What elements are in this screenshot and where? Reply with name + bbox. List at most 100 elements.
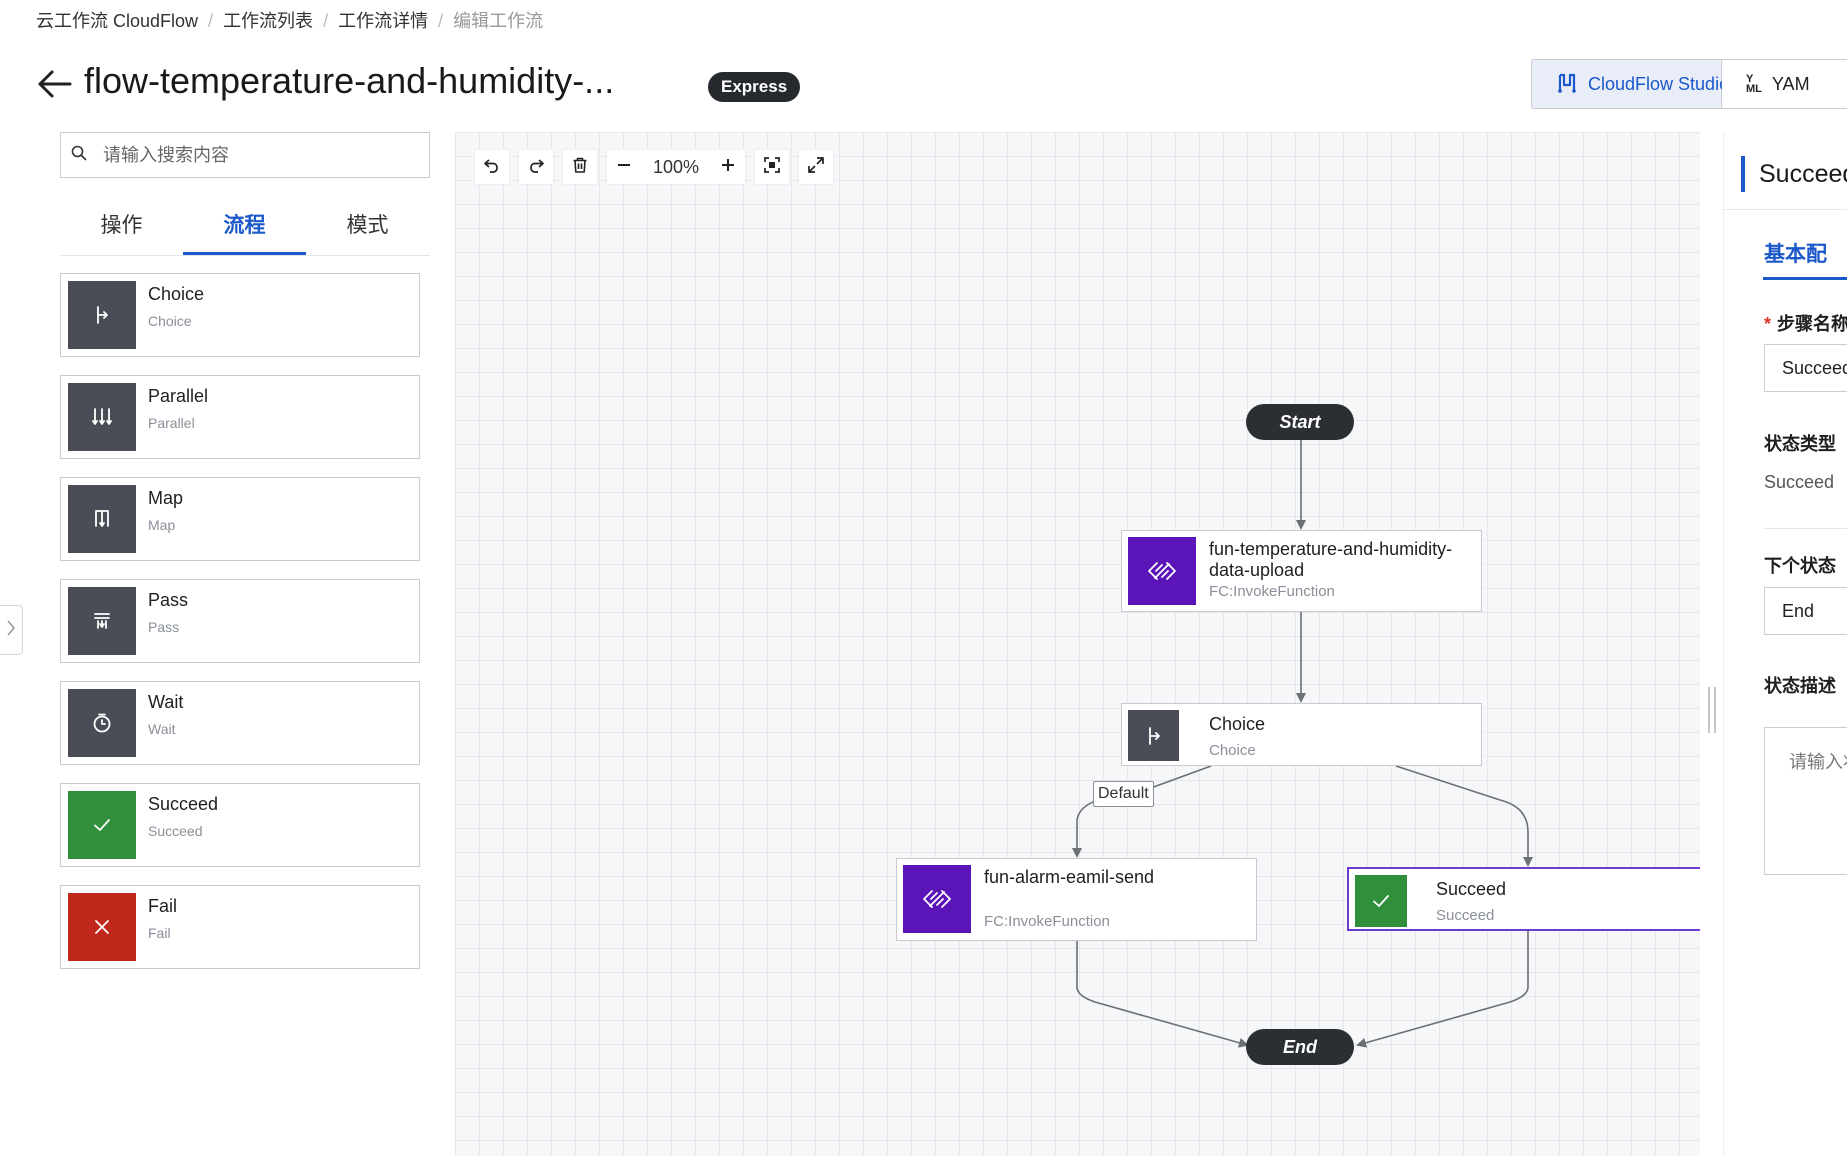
start-node: Start [1246, 404, 1354, 440]
flow-node-type: Succeed [1436, 907, 1495, 924]
canvas-toolbar: 100% [475, 150, 833, 184]
expand-icon [807, 156, 825, 179]
yaml-label: YAM [1771, 73, 1810, 94]
tab-operations[interactable]: 操作 [100, 214, 143, 237]
flow-node-name: Succeed [1436, 879, 1507, 899]
breadcrumb: 云工作流 CloudFlow/工作流列表/工作流详情/编辑工作流 [36, 7, 543, 33]
breadcrumb-item-workflow-list[interactable]: 工作流列表 [223, 11, 314, 31]
step-name-label-text: 步骤名称 [1777, 314, 1847, 334]
palette-item-name: Parallel [148, 386, 209, 406]
back-arrow-icon[interactable] [34, 64, 74, 104]
function-icon [1128, 537, 1196, 605]
workflow-canvas[interactable]: 100% Start End Default fun-temperature-a… [455, 132, 1700, 1156]
zoom-out-button[interactable] [607, 150, 641, 184]
state-type-value: Succeed [1764, 472, 1835, 492]
breadcrumb-item-home[interactable]: 云工作流 CloudFlow [36, 11, 199, 31]
palette-item-type: Succeed [148, 823, 203, 839]
edge-choice-to-alarm [1072, 765, 1212, 858]
branch-icon [1128, 710, 1179, 761]
breadcrumb-item-edit-workflow: 编辑工作流 [453, 11, 544, 31]
palette-item-type: Parallel [148, 415, 195, 431]
search-icon [61, 145, 101, 166]
zoom-level: 100% [652, 157, 700, 177]
page-title: flow-temperature-and-humidity-... [84, 60, 615, 101]
required-mark: * [1764, 314, 1772, 334]
zoom-in-button[interactable] [711, 150, 745, 184]
default-edge-label: Default [1093, 781, 1154, 807]
flow-node-type: FC:InvokeFunction [984, 913, 1110, 930]
x-icon [68, 893, 136, 961]
cloudflow-studio-button[interactable]: CloudFlow Studio [1532, 60, 1729, 108]
redo-icon [527, 156, 545, 179]
state-description-textarea[interactable]: 请输入状 [1764, 727, 1847, 875]
studio-icon [1556, 71, 1578, 98]
check-icon [68, 791, 136, 859]
zoom-control: 100% [607, 150, 745, 184]
flow-node-name: fun-alarm-eamil-send [984, 867, 1155, 887]
fit-view-icon [763, 156, 781, 179]
palette-item-name: Fail [148, 896, 178, 916]
palette-item-type: Wait [148, 721, 176, 737]
panel-resize-handle[interactable] [1708, 687, 1716, 733]
step-name-field[interactable]: Succeed [1764, 344, 1847, 392]
tab-basic-config[interactable]: 基本配 [1764, 243, 1827, 266]
undo-icon [483, 156, 501, 179]
pass-icon [68, 587, 136, 655]
flow-node-name: Choice [1209, 714, 1266, 734]
chevron-right-icon [6, 619, 16, 642]
tab-patterns[interactable]: 模式 [346, 214, 389, 237]
fit-view-button[interactable] [755, 150, 789, 184]
palette-item-type: Fail [148, 925, 171, 941]
breadcrumb-item-workflow-detail[interactable]: 工作流详情 [338, 11, 429, 31]
redo-button[interactable] [519, 150, 553, 184]
edge-choice-to-succeed [1395, 765, 1533, 867]
fullscreen-button[interactable] [799, 150, 833, 184]
palette-item-name: Choice [148, 284, 205, 304]
flow-node-type: FC:InvokeFunction [1209, 583, 1335, 600]
step-name-label: *步骤名称 [1764, 310, 1847, 336]
inspector-panel: Succeed 基本配 *步骤名称 Succeed 状态类型 Succeed 下… [1723, 132, 1847, 1156]
search-input[interactable] [101, 143, 405, 167]
delete-button[interactable] [563, 150, 597, 184]
parallel-icon [68, 383, 136, 451]
edge-alarm-to-end [1076, 941, 1249, 1048]
state-description-label: 状态描述 [1764, 676, 1836, 696]
express-badge: Express [708, 72, 801, 102]
section-divider [1764, 528, 1847, 529]
next-state-select[interactable]: End [1764, 587, 1847, 635]
palette-item-name: Succeed [148, 794, 219, 814]
palette-tabs: 操作 流程 模式 [60, 203, 430, 256]
undo-button[interactable] [475, 150, 509, 184]
breadcrumb-separator: / [438, 11, 444, 31]
branch-icon [68, 281, 136, 349]
state-type-label: 状态类型 [1764, 434, 1836, 454]
flow-node-upload[interactable]: fun-temperature-and-humidity-data-upload… [1121, 530, 1482, 612]
clock-icon [68, 689, 136, 757]
next-state-label: 下个状态 [1764, 556, 1836, 576]
collapse-sidebar-button[interactable] [0, 605, 23, 655]
function-icon [903, 865, 971, 933]
tab-flow[interactable]: 流程 [183, 203, 306, 255]
minus-icon [616, 157, 632, 178]
active-tab-indicator [1763, 277, 1847, 280]
description-placeholder: 请输入状 [1789, 752, 1847, 772]
breadcrumb-separator: / [323, 11, 329, 31]
edge-succeed-to-end [1356, 931, 1529, 1048]
check-icon [1355, 875, 1407, 927]
palette-search [60, 132, 430, 178]
cloudflow-studio-label: CloudFlow Studio [1588, 73, 1730, 94]
flow-node-type: Choice [1209, 742, 1256, 759]
